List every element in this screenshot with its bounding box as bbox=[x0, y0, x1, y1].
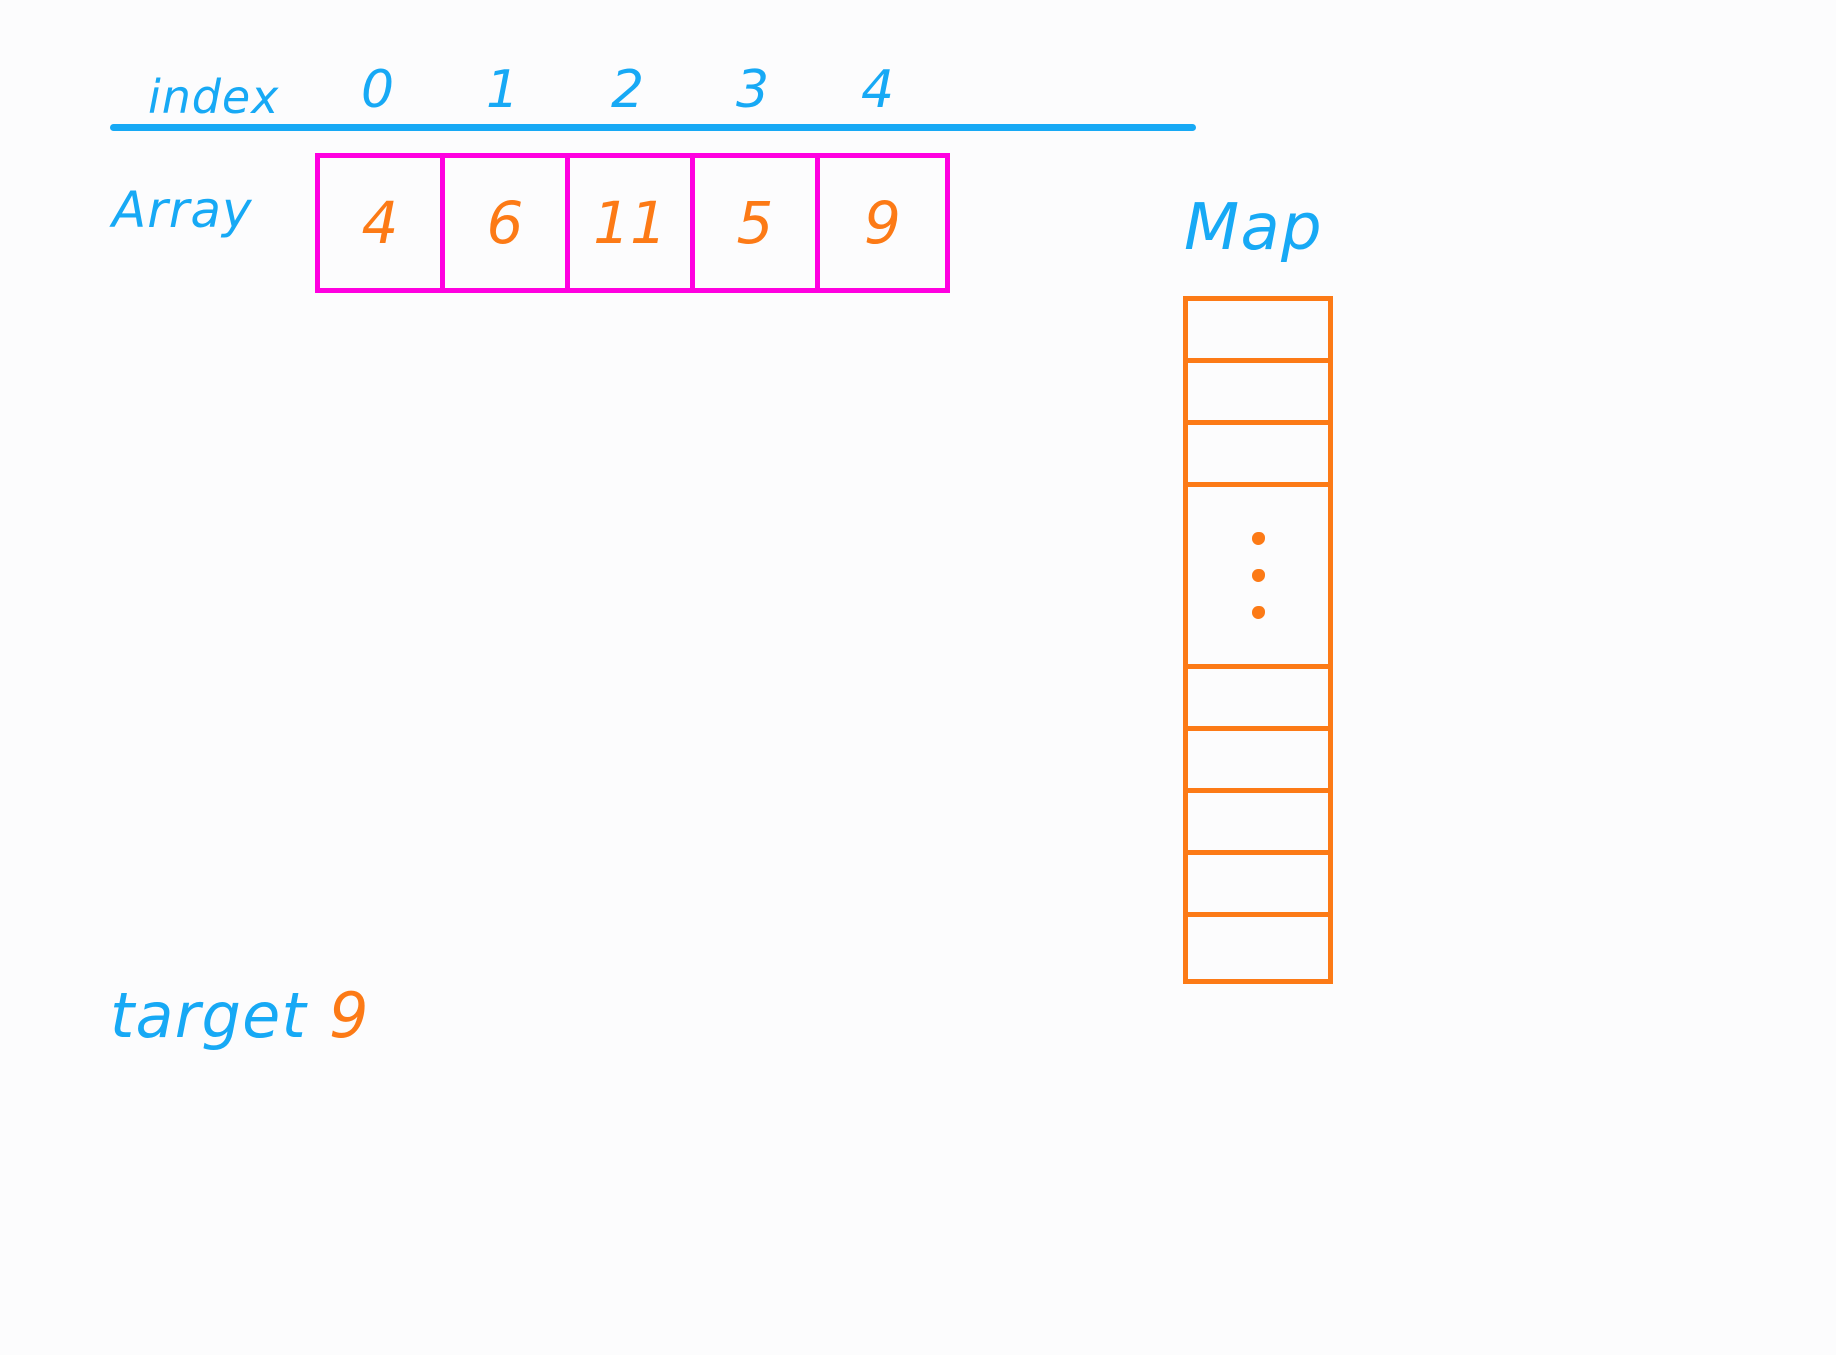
array-cell-4[interactable]: 9 bbox=[864, 189, 901, 257]
array-cell-2[interactable]: 11 bbox=[570, 158, 695, 288]
index-number-4: 4 bbox=[860, 60, 896, 120]
map-label: Map bbox=[1184, 191, 1323, 265]
map-cell-ellipsis bbox=[1188, 487, 1328, 669]
vertical-ellipsis-dot-icon bbox=[1251, 532, 1265, 545]
index-number-2: 2 bbox=[610, 60, 646, 120]
index-number-1: 1 bbox=[485, 60, 521, 120]
index-number-3: 3 bbox=[735, 60, 771, 120]
index-label: index bbox=[148, 70, 280, 124]
array-container: 4 6 11 5 9 bbox=[315, 153, 950, 293]
map-table bbox=[1183, 296, 1333, 984]
vertical-ellipsis-dot-icon bbox=[1251, 569, 1265, 582]
array-cell-1[interactable]: 6 bbox=[445, 158, 570, 288]
map-cell-4[interactable] bbox=[1188, 669, 1328, 731]
map-cell-6[interactable] bbox=[1188, 793, 1328, 855]
vertical-ellipsis-dot-icon bbox=[1251, 606, 1265, 619]
index-underline bbox=[110, 124, 1196, 131]
array-label: Array bbox=[112, 181, 253, 239]
map-cell-1[interactable] bbox=[1188, 363, 1328, 425]
array-cell-0[interactable]: 4 bbox=[320, 158, 445, 288]
index-number-0: 0 bbox=[360, 60, 396, 120]
map-cell-5[interactable] bbox=[1188, 731, 1328, 793]
map-cell-8[interactable] bbox=[1188, 917, 1328, 979]
target-label: target bbox=[110, 979, 308, 1052]
map-cell-2[interactable] bbox=[1188, 425, 1328, 487]
array-cell-3[interactable]: 5 bbox=[695, 158, 820, 288]
map-cell-0[interactable] bbox=[1188, 301, 1328, 363]
target-value: 9 bbox=[329, 979, 370, 1052]
map-cell-7[interactable] bbox=[1188, 855, 1328, 917]
